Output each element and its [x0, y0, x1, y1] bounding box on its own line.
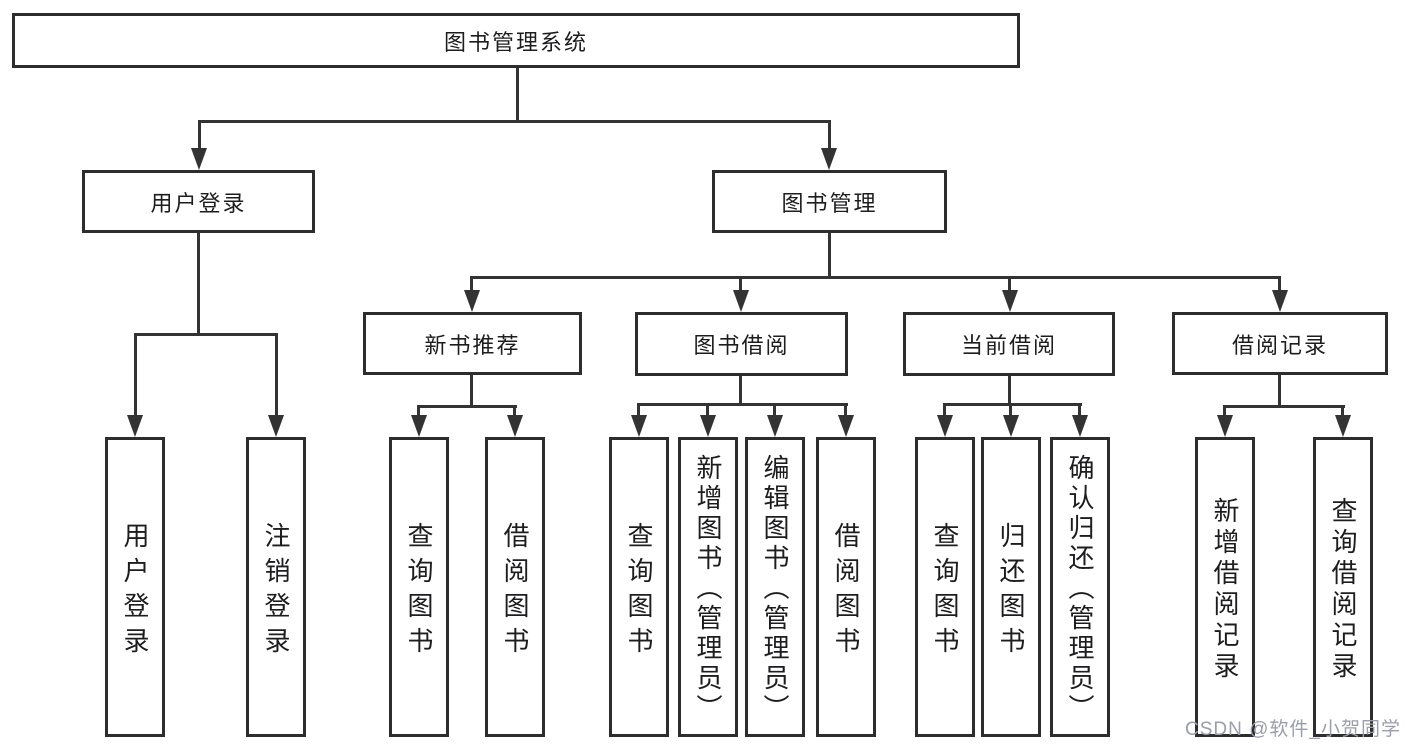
node-current-borrow: 当前借阅: [903, 312, 1115, 376]
connector-line: [417, 405, 517, 408]
connector-line: [134, 333, 277, 336]
arrowhead-icon: [1002, 290, 1018, 312]
connector-line: [1009, 403, 1012, 417]
arrowhead-icon: [838, 415, 854, 437]
node-label: 确认归还（管理员）: [1065, 454, 1095, 724]
connector-line: [197, 233, 200, 335]
node-new-book-recommend: 新书推荐: [363, 312, 582, 375]
connector-line: [1278, 276, 1281, 292]
node-label: 查询图书: [624, 521, 654, 662]
node-label: 查询图书: [930, 521, 960, 662]
arrowhead-icon: [411, 415, 427, 437]
connector-line: [637, 403, 848, 406]
leaf-edit-books-admin: 编辑图书（管理员）: [745, 437, 805, 737]
node-label: 查询借阅记录: [1328, 496, 1358, 683]
node-root-system: 图书管理系统: [12, 13, 1020, 68]
connector-line: [1008, 276, 1011, 292]
node-label: 当前借阅: [960, 333, 1057, 358]
node-label: 归还图书: [996, 521, 1026, 662]
connector-line: [134, 333, 137, 417]
node-label: 注销登录: [261, 521, 291, 662]
node-borrow-records: 借阅记录: [1172, 312, 1388, 375]
connector-line: [828, 120, 831, 150]
node-label: 借阅图书: [500, 521, 530, 662]
arrowhead-icon: [191, 148, 207, 170]
connector-line: [739, 375, 742, 405]
arrowhead-icon: [1335, 415, 1351, 437]
leaf-query-borrow-record: 查询借阅记录: [1313, 437, 1373, 737]
connector-line: [943, 403, 1082, 406]
node-book-borrow: 图书借阅: [635, 312, 848, 376]
leaf-user-login: 用户登录: [105, 437, 165, 737]
node-label: 图书借阅: [693, 333, 790, 358]
connector-line: [1223, 405, 1345, 408]
connector-line: [275, 333, 278, 417]
node-label: 查询图书: [404, 521, 434, 662]
arrowhead-icon: [1072, 415, 1088, 437]
connector-line: [1008, 375, 1011, 405]
connector-line: [1078, 403, 1081, 417]
connector-line: [198, 120, 830, 123]
leaf-query-books-1: 查询图书: [389, 437, 449, 737]
leaf-borrow-books-1: 借阅图书: [485, 437, 545, 737]
node-label: 图书管理: [781, 190, 878, 216]
node-label: 图书管理系统: [443, 29, 588, 55]
connector-line: [1223, 405, 1226, 417]
arrowhead-icon: [733, 290, 749, 312]
connector-line: [513, 405, 516, 417]
connector-line: [417, 405, 420, 417]
arrowhead-icon: [127, 415, 143, 437]
node-label: 新书推荐: [424, 332, 521, 358]
arrowhead-icon: [268, 415, 284, 437]
arrowhead-icon: [1003, 415, 1019, 437]
connector-line: [516, 68, 519, 121]
node-label: 用户登录: [120, 521, 150, 662]
node-label: 用户登录: [150, 190, 247, 216]
connector-line: [637, 403, 640, 417]
arrowhead-icon: [700, 415, 716, 437]
arrowhead-icon: [1217, 415, 1233, 437]
connector-line: [470, 276, 1281, 279]
connector-line: [470, 276, 473, 292]
leaf-borrow-books-2: 借阅图书: [816, 437, 876, 737]
arrowhead-icon: [464, 290, 480, 312]
arrowhead-icon: [507, 415, 523, 437]
leaf-query-books-2: 查询图书: [609, 437, 669, 737]
connector-line: [1278, 375, 1281, 407]
node-book-management: 图书管理: [712, 170, 947, 233]
arrowhead-icon: [821, 148, 837, 170]
arrowhead-icon: [937, 415, 953, 437]
arrowhead-icon: [631, 415, 647, 437]
connector-line: [739, 276, 742, 292]
arrowhead-icon: [767, 415, 783, 437]
connector-line: [706, 403, 709, 417]
leaf-add-books-admin: 新增图书（管理员）: [678, 437, 738, 737]
watermark-text: CSDN @软件_小贺同学: [1185, 719, 1401, 740]
connector-line: [943, 403, 946, 417]
node-user-login: 用户登录: [82, 170, 315, 233]
connector-line: [470, 375, 473, 407]
node-label: 编辑图书（管理员）: [760, 454, 790, 724]
leaf-confirm-return-admin: 确认归还（管理员）: [1050, 437, 1110, 737]
connector-line: [828, 233, 831, 278]
connector-line: [198, 120, 201, 150]
connector-line: [1341, 405, 1344, 417]
node-label: 新增借阅记录: [1210, 496, 1240, 683]
leaf-query-books-3: 查询图书: [915, 437, 975, 737]
connector-line: [773, 403, 776, 417]
node-label: 新增图书（管理员）: [693, 454, 723, 724]
leaf-add-borrow-record: 新增借阅记录: [1195, 437, 1255, 737]
node-label: 借阅图书: [831, 521, 861, 662]
leaf-return-books: 归还图书: [981, 437, 1041, 737]
leaf-logout: 注销登录: [246, 437, 306, 737]
connector-line: [844, 403, 847, 417]
node-label: 借阅记录: [1231, 332, 1328, 358]
arrowhead-icon: [1272, 290, 1288, 312]
